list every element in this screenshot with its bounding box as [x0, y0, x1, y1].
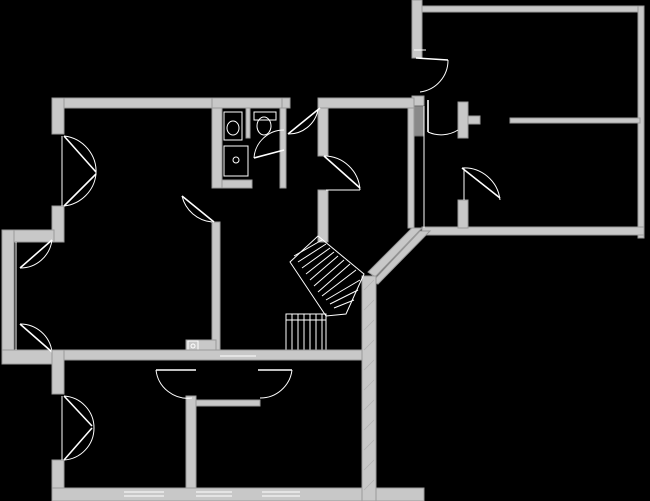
left-bay-window: [1, 229, 55, 365]
middle-room-door: [323, 155, 361, 191]
staircase: [285, 235, 365, 351]
diagonal-wall: [361, 227, 432, 501]
right-large-room-walls: [411, 0, 645, 239]
middle-room-walls: [317, 97, 425, 243]
bottom-rooms-walls: [51, 349, 363, 501]
bathroom-fixtures: [223, 107, 321, 177]
left-room-doors: [61, 135, 215, 223]
right-room-doors: [415, 57, 501, 201]
bottom-rooms-doors: [61, 355, 293, 461]
left-large-room-walls: [51, 97, 221, 355]
